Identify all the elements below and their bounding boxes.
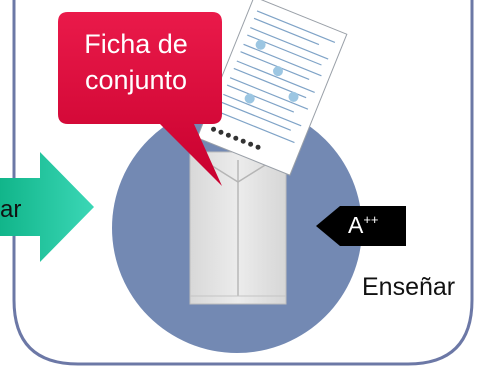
worksheet-document-icon — [196, 0, 348, 176]
frame-border — [12, 0, 474, 366]
callout-label: Ficha de conjunto — [56, 26, 216, 98]
callout-line-1: Ficha de — [84, 29, 188, 59]
input-arrow-label: ar — [0, 196, 22, 223]
teach-label: Enseñar — [362, 273, 456, 301]
callout-bubble — [58, 12, 222, 186]
grade-badge — [316, 206, 406, 246]
envelope-icon — [189, 151, 287, 305]
grade-label: A++ — [348, 212, 379, 239]
grade-superscript: ++ — [363, 212, 379, 227]
grade-base: A — [348, 212, 364, 238]
callout-line-2: conjunto — [84, 65, 188, 95]
input-arrow — [0, 152, 94, 262]
